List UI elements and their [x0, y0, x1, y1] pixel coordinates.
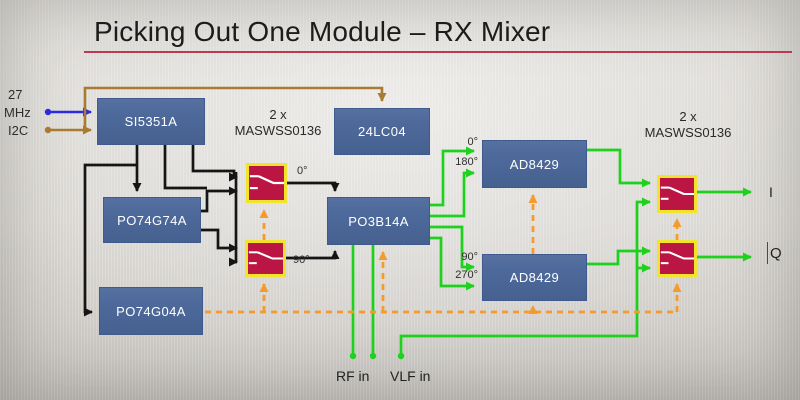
block-po3b14a: PO3B14A: [327, 197, 430, 245]
label-i2c: I2C: [8, 123, 29, 138]
title-underline: [84, 51, 792, 53]
label-q-output: Q: [770, 245, 782, 262]
block-si5351a: SI5351A: [97, 98, 205, 145]
page-title: Picking Out One Module – RX Mixer: [94, 16, 551, 47]
label-left-group-part: MASWSS0136: [234, 123, 322, 138]
block-label: SI5351A: [124, 114, 178, 129]
wire-endpoint-dot: [349, 352, 357, 360]
control-wires: [205, 194, 682, 314]
block-label: PO74G74A: [117, 212, 187, 228]
block-ad8429-top: AD8429: [482, 140, 587, 188]
block-label: 24LC04: [358, 124, 406, 139]
label-if-270: 270°: [455, 269, 478, 281]
block-po74g04a: PO74G04A: [99, 287, 203, 335]
label-if-180: 180°: [455, 156, 478, 168]
i2c-bus-wires: [44, 86, 387, 135]
spdt-switch-icon: [660, 186, 694, 200]
switch-lo-90: [245, 240, 286, 277]
cursor-artifact: [767, 242, 768, 264]
label-lo-0: 0°: [297, 165, 308, 177]
block-label: PO74G04A: [116, 303, 186, 319]
signal-wires: [349, 146, 752, 360]
block-24lc04: 24LC04: [334, 108, 430, 155]
label-left-group-count: 2 x: [269, 107, 287, 122]
block-ad8429-bottom: AD8429: [482, 254, 587, 301]
label-i-output: I: [769, 184, 773, 200]
spdt-switch-icon: [660, 251, 694, 265]
switch-q-out: [657, 240, 697, 277]
wire-endpoint-dot: [397, 352, 405, 360]
label-right-group-count: 2 x: [679, 109, 697, 124]
label-mhz: MHz: [4, 105, 31, 120]
spdt-switch-icon: [249, 175, 284, 190]
block-label: AD8429: [509, 156, 560, 172]
switch-lo-0: [246, 163, 287, 203]
switch-i-out: [657, 175, 697, 213]
block-po74g74a: PO74G74A: [103, 197, 201, 243]
label-27: 27: [8, 87, 23, 102]
label-lo-90: 90°: [293, 254, 310, 266]
spdt-switch-icon: [248, 251, 283, 265]
block-label: PO3B14A: [348, 213, 409, 229]
label-if-90: 90°: [461, 251, 478, 263]
wire-endpoint-dot: [369, 352, 377, 360]
label-if-0: 0°: [467, 136, 478, 148]
block-label: AD8429: [509, 270, 560, 285]
digital-wires: [83, 145, 340, 317]
label-vlf-in: VLF in: [390, 368, 431, 384]
label-rf-in: RF in: [336, 368, 370, 384]
label-right-group-part: MASWSS0136: [644, 125, 732, 140]
